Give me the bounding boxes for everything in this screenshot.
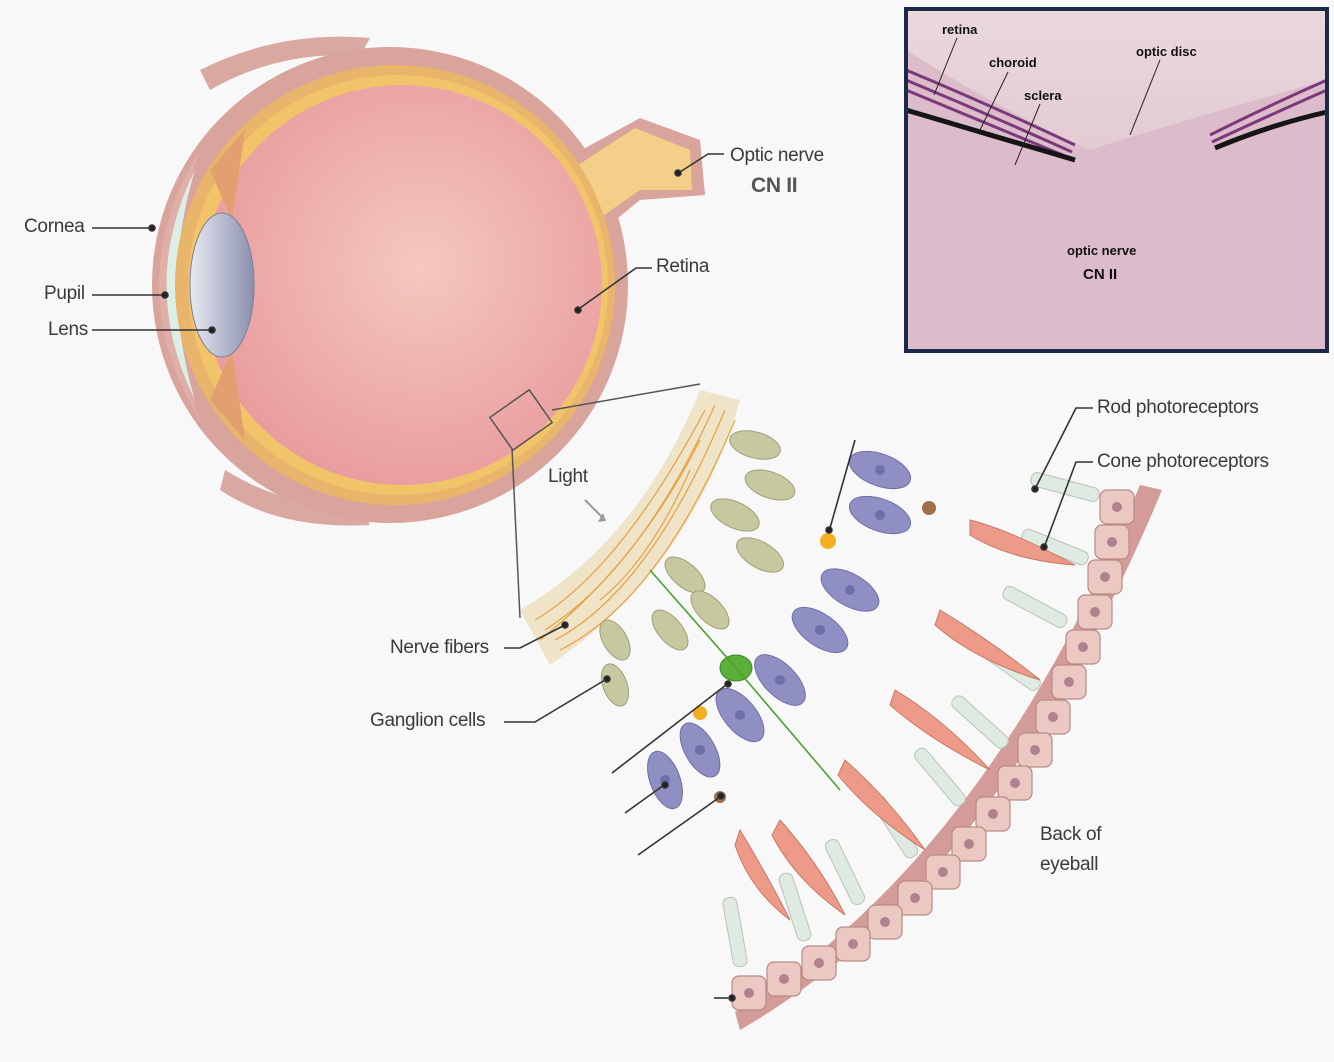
inset-label-cn: CN II — [1083, 266, 1117, 283]
eyeball-cross-section — [152, 37, 705, 526]
label-back-of-eyeball-2: eyeball — [1040, 854, 1098, 876]
label-cone-photoreceptors: Cone photoreceptors — [1097, 451, 1269, 473]
label-light: Light — [548, 466, 588, 488]
label-optic-nerve-cn: CN II — [751, 174, 797, 198]
lens — [190, 213, 254, 357]
horizontal-cell — [922, 501, 936, 515]
amacrine-cell — [820, 533, 836, 549]
inset-label-retina: retina — [942, 22, 977, 37]
retina-detail — [520, 390, 1162, 1030]
label-nerve-fibers: Nerve fibers — [390, 637, 489, 659]
label-back-of-eyeball-1: Back of — [1040, 824, 1101, 846]
label-cornea: Cornea — [24, 216, 85, 238]
light-arrow — [585, 500, 603, 518]
histology-inset — [906, 9, 1327, 351]
green-ganglion-axon — [650, 570, 840, 790]
inset-label-optic-nerve: optic nerve — [1067, 243, 1136, 258]
inset-label-optic-disc: optic disc — [1136, 44, 1197, 59]
label-rod-photoreceptors: Rod photoreceptors — [1097, 397, 1258, 419]
pigment-epithelium — [732, 490, 1134, 1010]
label-pupil: Pupil — [44, 283, 85, 305]
label-optic-nerve: Optic nerve — [730, 145, 824, 167]
label-ganglion-cells: Ganglion cells — [370, 710, 485, 732]
label-lens: Lens — [48, 319, 88, 341]
inset-label-sclera: sclera — [1024, 88, 1062, 103]
label-retina: Retina — [656, 256, 709, 278]
vitreous-body — [202, 85, 602, 485]
inset-label-choroid: choroid — [989, 55, 1037, 70]
